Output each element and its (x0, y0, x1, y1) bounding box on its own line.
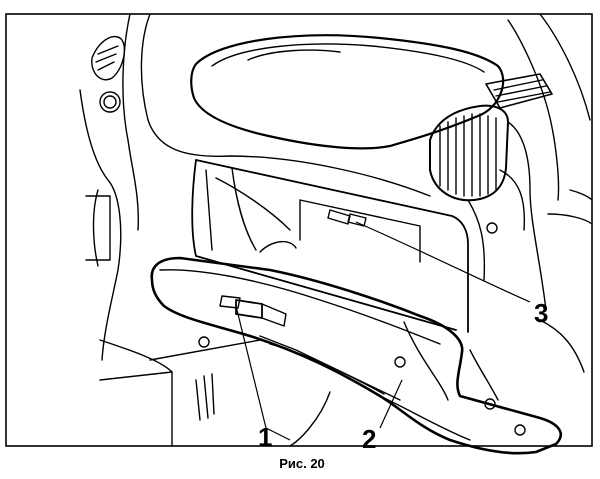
figure-caption: Рис. 20 (279, 456, 325, 471)
callout-2: 2 (362, 424, 377, 454)
callout-3: 3 (534, 298, 549, 328)
defroster-grill (485, 73, 553, 109)
dashboard-upper-contour (140, 13, 431, 197)
callout-1: 1 (258, 422, 273, 452)
leader-line-2 (379, 379, 403, 429)
dashboard-knob (99, 91, 121, 113)
lid-support-arm (259, 335, 401, 401)
right-air-vent (429, 104, 509, 202)
leader-line-1 (235, 305, 267, 429)
glove-box-opening (191, 159, 469, 333)
leader-line-3 (355, 221, 531, 303)
figure-frame (5, 13, 593, 447)
glove-box-lid (150, 256, 562, 455)
